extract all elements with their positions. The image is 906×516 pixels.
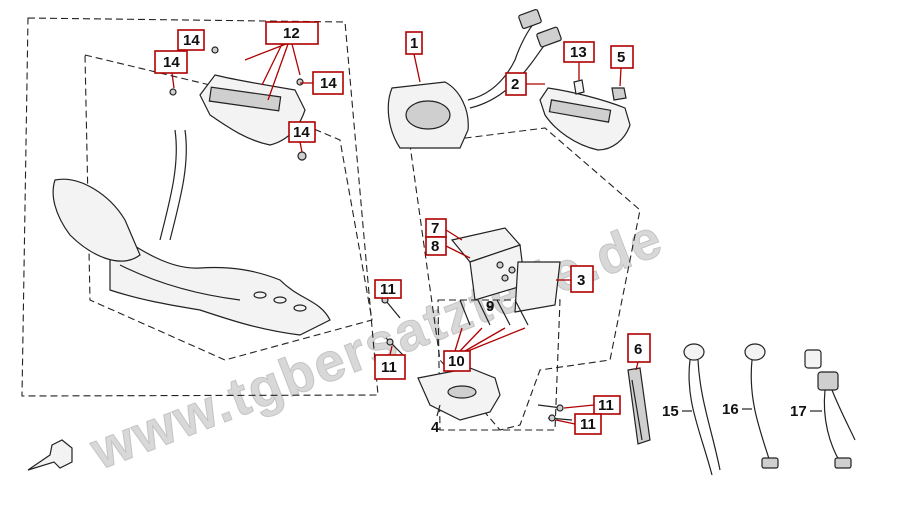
svg-text:14: 14	[293, 124, 310, 141]
svg-text:2: 2	[511, 76, 519, 93]
callout-13: 13	[563, 41, 595, 80]
callout-5: 5	[610, 45, 634, 87]
callout-14c: 14	[300, 71, 344, 95]
callout-11a: 11	[374, 279, 402, 299]
callout-12: 12	[244, 21, 319, 101]
callout-14d: 14	[288, 121, 316, 153]
svg-text:16: 16	[722, 401, 739, 418]
svg-text:14: 14	[320, 75, 337, 92]
callout-14b: 14	[154, 50, 188, 89]
callout-7: 7	[425, 218, 463, 241]
callout-1: 1	[405, 31, 423, 83]
svg-text:14: 14	[183, 32, 200, 49]
svg-text:3: 3	[577, 272, 585, 289]
svg-text:6: 6	[634, 341, 642, 358]
svg-text:13: 13	[570, 44, 587, 61]
callout-11b: 11	[374, 345, 406, 380]
callout-9: 9	[486, 298, 494, 315]
svg-text:5: 5	[617, 49, 625, 66]
svg-text:1: 1	[410, 35, 418, 52]
callout-11d: 11	[555, 413, 602, 435]
callout-4: 4	[431, 404, 441, 436]
cable-tie-part	[627, 367, 651, 445]
callout-2: 2	[505, 72, 545, 96]
callout-8: 8	[425, 236, 471, 259]
svg-text:15: 15	[662, 403, 679, 420]
svg-text:8: 8	[431, 238, 439, 255]
callouts: 12 14 14 14 14 1	[154, 21, 822, 436]
svg-text:10: 10	[448, 353, 465, 370]
callout-3: 3	[556, 265, 594, 293]
callout-15: 15	[662, 403, 692, 420]
front-direction-arrow-icon	[27, 439, 73, 471]
svg-text:17: 17	[790, 403, 807, 420]
callout-10: 10	[443, 327, 526, 372]
svg-text:11: 11	[598, 397, 614, 414]
watermark: www.tgbersatzteile.de	[82, 208, 671, 482]
svg-text:11: 11	[381, 359, 397, 376]
svg-text:14: 14	[163, 54, 180, 71]
svg-text:11: 11	[580, 416, 596, 433]
callout-6: 6	[627, 333, 651, 371]
callout-14a: 14	[177, 29, 205, 51]
svg-text:12: 12	[283, 25, 300, 42]
center-assembly	[381, 8, 641, 431]
callout-16: 16	[722, 401, 752, 418]
callout-17: 17	[790, 403, 822, 420]
svg-text:11: 11	[380, 281, 396, 298]
svg-text:4: 4	[431, 419, 440, 436]
callout-11c: 11	[563, 395, 621, 415]
left-assembly	[21, 17, 379, 471]
svg-text:7: 7	[431, 220, 439, 237]
